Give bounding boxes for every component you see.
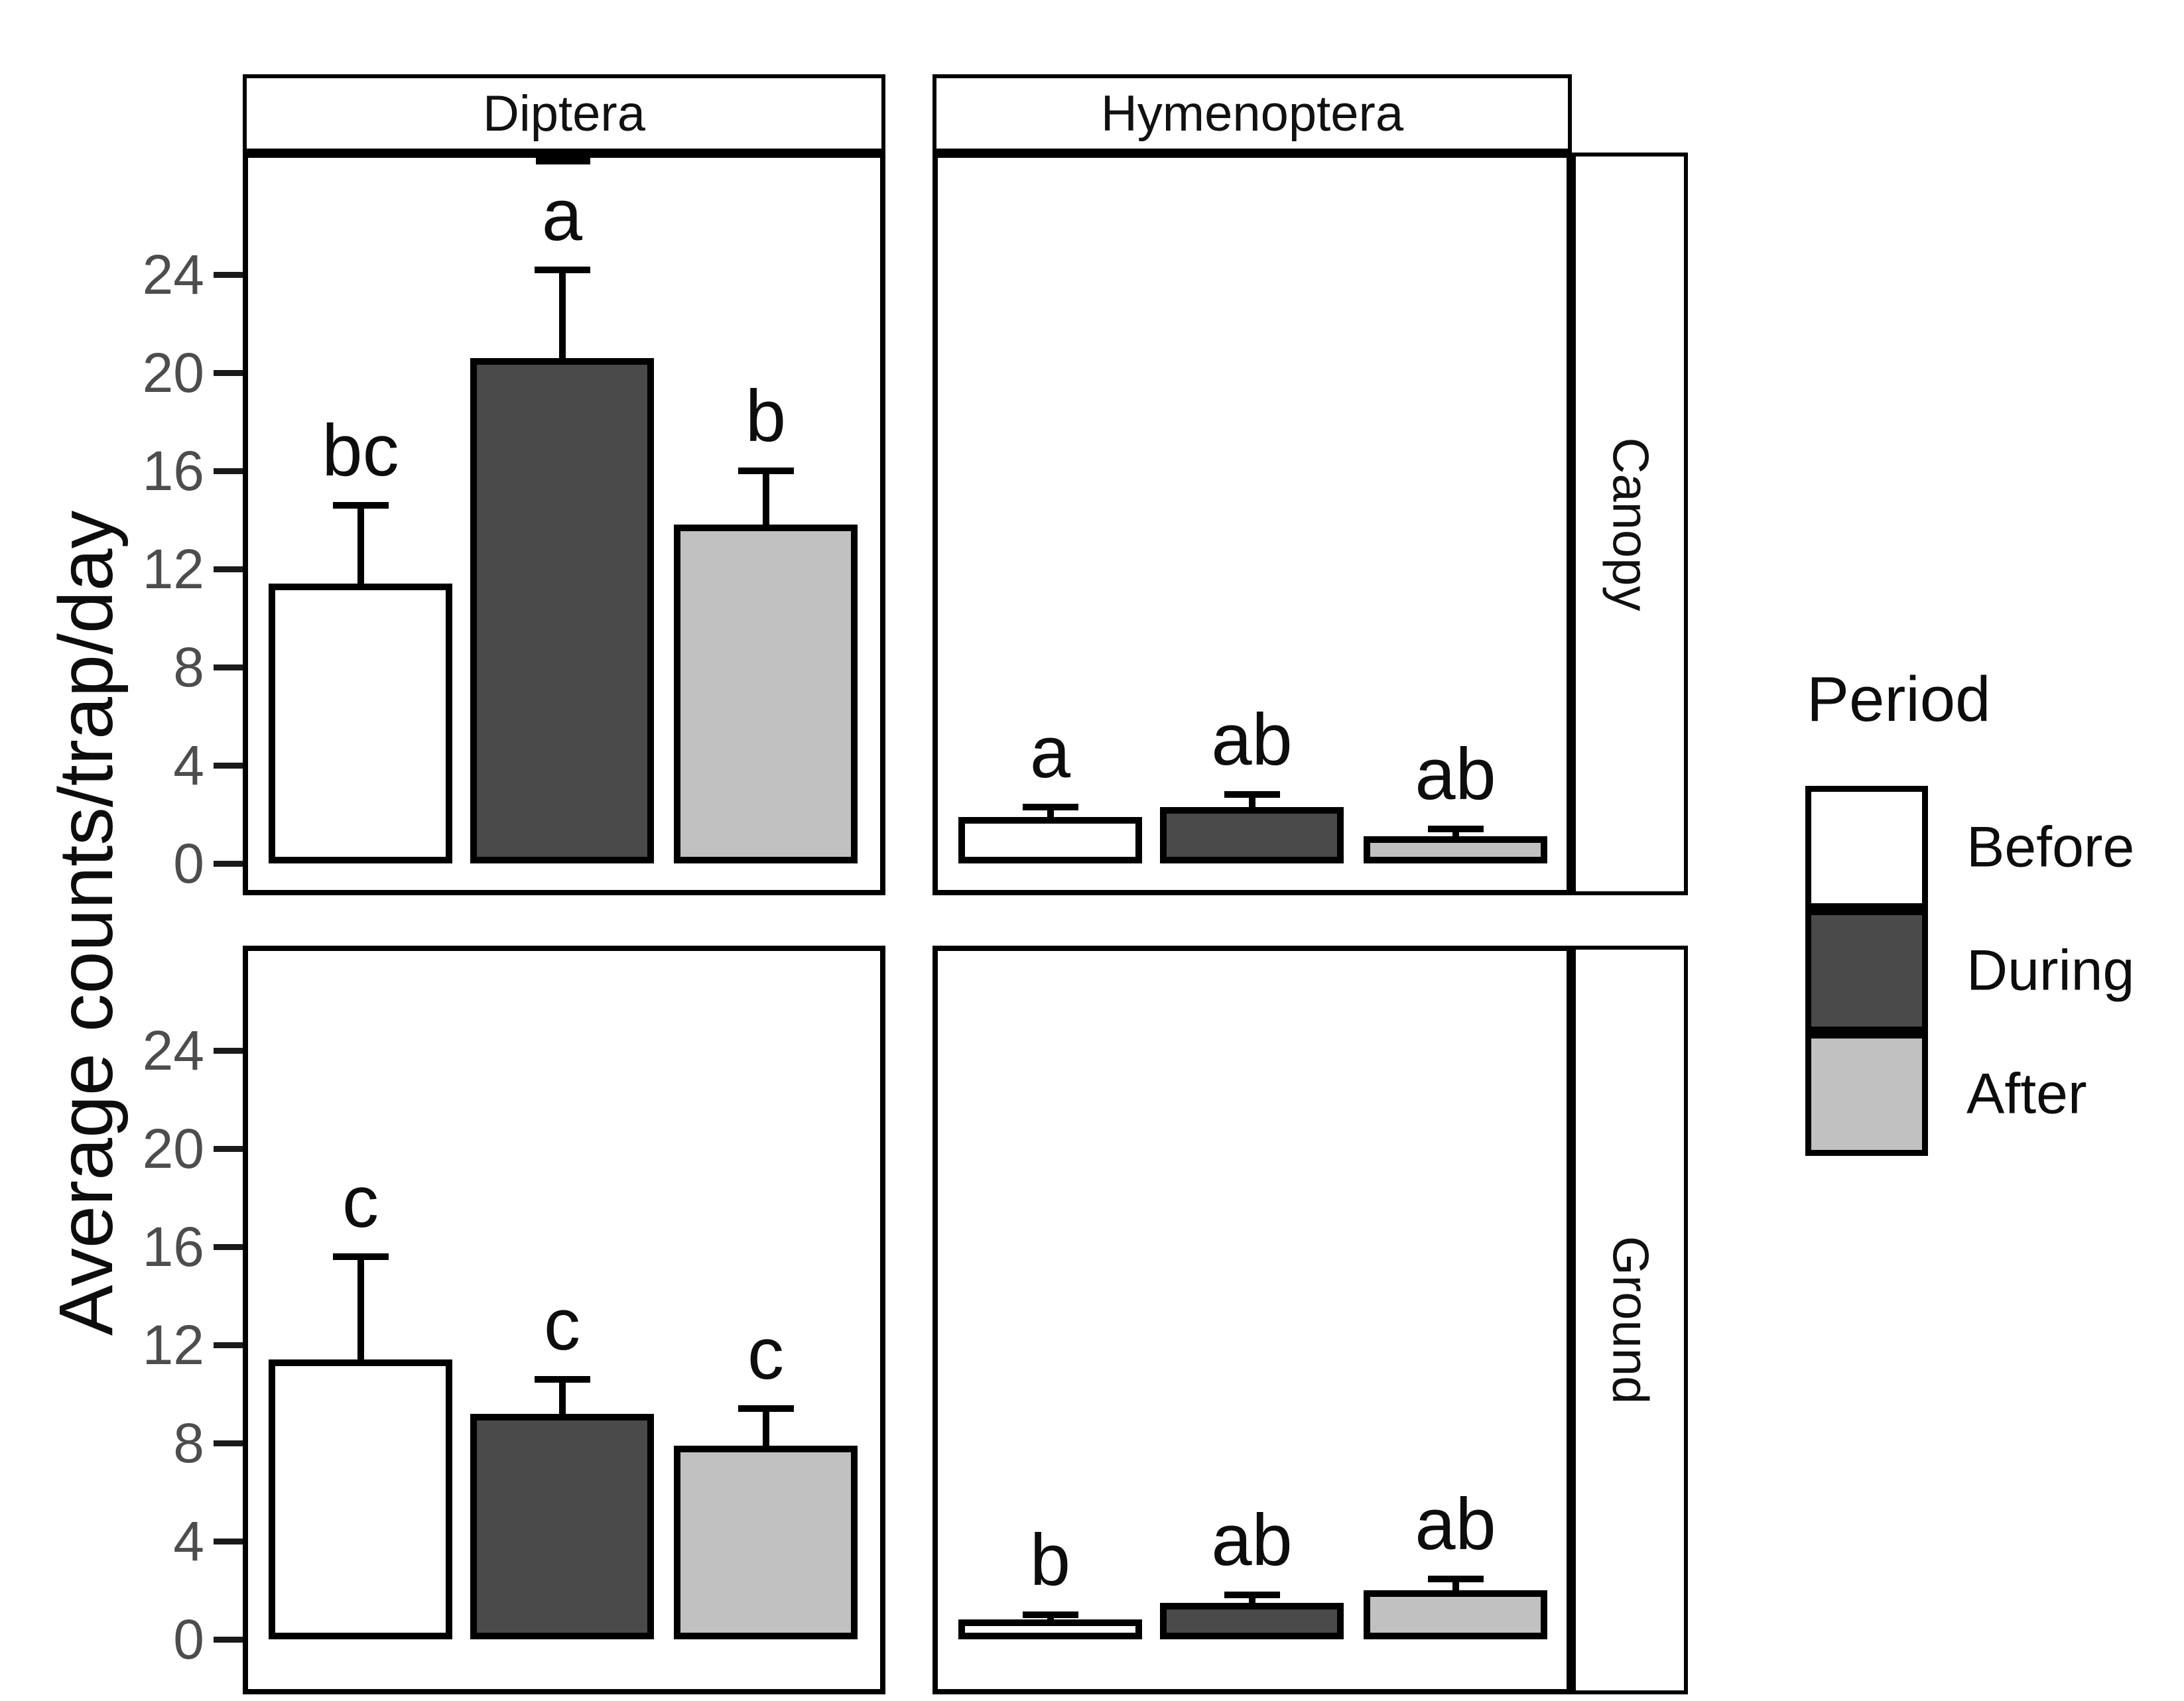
y-tick-label-12: 12 bbox=[142, 538, 204, 600]
y-tick-label-20: 20 bbox=[142, 1117, 204, 1180]
y-tick-label-4: 4 bbox=[173, 734, 204, 796]
bar-ground-diptera-after bbox=[674, 1445, 858, 1639]
y-tick-label-24: 24 bbox=[142, 1019, 204, 1082]
errorbar-cap-ground-hymenoptera-before bbox=[1022, 1611, 1078, 1618]
y-tick-label-4: 4 bbox=[173, 1510, 204, 1572]
bar-canopy-hymenoptera-before bbox=[958, 816, 1142, 863]
facet-strip-ground-label: Ground bbox=[1602, 1235, 1658, 1405]
sig-letter-ground-diptera-after: c bbox=[747, 1313, 784, 1395]
facet-strip-canopy-label: Canopy bbox=[1602, 437, 1658, 611]
errorbar-cap-canopy-hymenoptera-during bbox=[1224, 791, 1280, 798]
legend-label-after: After bbox=[1966, 1062, 2087, 1126]
errorbar-cap-ground-diptera-during bbox=[534, 1375, 590, 1383]
errorbar-cap-canopy-diptera-before bbox=[332, 501, 389, 509]
errorbar-line-canopy-diptera-after bbox=[762, 471, 769, 533]
sig-letter-canopy-hymenoptera-after: ab bbox=[1415, 733, 1496, 816]
y-tick-label-16: 16 bbox=[142, 440, 204, 502]
sig-letter-ground-hymenoptera-before: b bbox=[1029, 1519, 1071, 1601]
y-tick-mark-12 bbox=[214, 566, 243, 572]
bar-ground-hymenoptera-after bbox=[1364, 1590, 1547, 1639]
sig-letter-canopy-diptera-after: b bbox=[745, 375, 787, 457]
errorbar-line-ground-diptera-after bbox=[762, 1409, 769, 1454]
facet-strip-hymenoptera: Hymenoptera bbox=[932, 74, 1572, 153]
sig-letter-ground-diptera-before: c bbox=[342, 1161, 379, 1243]
y-tick-label-8: 8 bbox=[173, 636, 204, 698]
y-tick-label-16: 16 bbox=[142, 1216, 204, 1278]
bar-ground-hymenoptera-during bbox=[1160, 1602, 1344, 1639]
errorbar-cap-canopy-hymenoptera-after bbox=[1427, 826, 1484, 833]
y-tick-mark-20 bbox=[214, 369, 243, 376]
y-tick-mark-0 bbox=[214, 860, 243, 867]
y-tick-label-24: 24 bbox=[142, 243, 204, 306]
facet-strip-diptera: Diptera bbox=[243, 74, 885, 153]
facet-strip-ground: Ground bbox=[1572, 946, 1688, 1694]
y-tick-label-8: 8 bbox=[173, 1412, 204, 1474]
facet-strip-canopy: Canopy bbox=[1572, 153, 1688, 895]
sig-letter-ground-hymenoptera-during: ab bbox=[1211, 1499, 1293, 1582]
y-tick-mark-8 bbox=[214, 1440, 243, 1446]
legend-key-after bbox=[1805, 1033, 1928, 1156]
errorbar-line-canopy-hymenoptera-before bbox=[1047, 806, 1054, 825]
sig-letter-canopy-diptera-during: a bbox=[541, 174, 583, 256]
y-axis-title: Average counts/trap/day bbox=[44, 510, 129, 1336]
y-tick-mark-20 bbox=[214, 1145, 243, 1152]
bar-ground-hymenoptera-before bbox=[958, 1619, 1142, 1639]
sig-letter-canopy-diptera-before: bc bbox=[322, 409, 399, 491]
sig-letter-ground-hymenoptera-after: ab bbox=[1415, 1483, 1496, 1566]
bar-canopy-hymenoptera-during bbox=[1160, 806, 1344, 863]
legend-key-during bbox=[1805, 909, 1928, 1033]
bar-canopy-hymenoptera-after bbox=[1364, 836, 1547, 863]
bar-ground-diptera-before bbox=[269, 1359, 452, 1639]
bar-canopy-diptera-before bbox=[269, 584, 452, 863]
legend-key-before bbox=[1805, 786, 1928, 909]
y-tick-mark-16 bbox=[214, 1243, 243, 1250]
errorbar-line-canopy-diptera-before bbox=[357, 505, 364, 592]
errorbar-cap-canopy-hymenoptera-before bbox=[1022, 803, 1078, 810]
errorbar-cap-ground-hymenoptera-after bbox=[1427, 1576, 1484, 1583]
y-tick-mark-16 bbox=[214, 468, 243, 474]
bar-canopy-diptera-after bbox=[674, 525, 858, 863]
legend-label-before: Before bbox=[1966, 815, 2135, 879]
errorbar-cap-ground-hymenoptera-during bbox=[1224, 1592, 1280, 1599]
sig-letter-canopy-hymenoptera-before: a bbox=[1029, 711, 1071, 793]
y-tick-mark-0 bbox=[214, 1636, 243, 1643]
errorbar-line-ground-hymenoptera-after bbox=[1452, 1579, 1459, 1598]
facet-strip-hymenoptera-label: Hymenoptera bbox=[1100, 85, 1404, 142]
legend-title: Period bbox=[1807, 664, 1991, 735]
y-tick-mark-4 bbox=[214, 1538, 243, 1544]
legend-label-during: During bbox=[1966, 938, 2135, 1003]
y-tick-mark-24 bbox=[214, 271, 243, 278]
errorbar-line-ground-diptera-before bbox=[357, 1256, 364, 1368]
y-tick-label-12: 12 bbox=[142, 1314, 204, 1376]
errorbar-cap-ground-diptera-after bbox=[738, 1405, 794, 1413]
panel-canopy-hymenoptera bbox=[932, 153, 1572, 895]
facet-strip-diptera-label: Diptera bbox=[483, 85, 645, 142]
y-tick-mark-12 bbox=[214, 1342, 243, 1348]
sig-letter-ground-diptera-during: c bbox=[544, 1283, 580, 1365]
y-tick-label-0: 0 bbox=[173, 832, 204, 895]
errorbar-line-ground-diptera-during bbox=[558, 1379, 566, 1422]
panel-border-artifact bbox=[536, 154, 590, 164]
bar-canopy-diptera-during bbox=[470, 357, 654, 863]
y-tick-label-20: 20 bbox=[142, 342, 204, 404]
y-tick-mark-8 bbox=[214, 664, 243, 670]
errorbar-line-canopy-hymenoptera-during bbox=[1248, 794, 1255, 815]
sig-letter-canopy-hymenoptera-during: ab bbox=[1211, 699, 1293, 781]
y-tick-mark-4 bbox=[214, 762, 243, 769]
errorbar-cap-ground-diptera-before bbox=[332, 1253, 389, 1260]
bar-ground-diptera-during bbox=[470, 1413, 654, 1639]
y-tick-mark-24 bbox=[214, 1047, 243, 1054]
panel-ground-hymenoptera bbox=[932, 946, 1572, 1694]
y-tick-label-0: 0 bbox=[173, 1608, 204, 1670]
errorbar-cap-canopy-diptera-during bbox=[534, 266, 590, 273]
errorbar-cap-canopy-diptera-after bbox=[738, 468, 794, 474]
errorbar-line-canopy-diptera-during bbox=[558, 269, 566, 366]
